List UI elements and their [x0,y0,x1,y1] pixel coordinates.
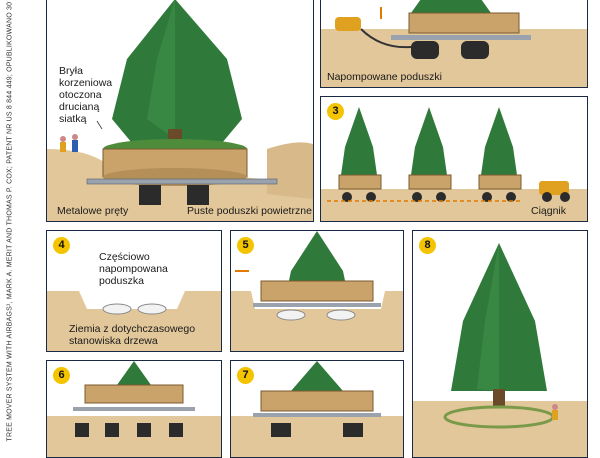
panel-3-illustration [321,97,587,221]
tractor-label: Ciągnik [531,205,566,217]
partially-inflated-bag-label: Częściowo napompowana poduszka [99,251,168,287]
panel-1: Bryła korzeniowa otoczona drucianą siatk… [46,0,314,222]
step-badge-6: 6 [53,367,70,384]
metal-bars-label: Metalowe pręty [57,205,128,217]
panel-5: 5 [230,230,404,352]
panel-8: 8 [412,230,588,458]
panel-4: 4 Częściowo napompowana poduszka Ziemia … [46,230,222,352]
panel-6-illustration [47,361,221,457]
empty-airbags-label: Puste poduszki powietrzne [187,205,312,217]
image-credit: TREE MOVER SYSTEM WITH AIRBAGS¹, MARK A.… [7,2,14,442]
step-badge-4: 4 [53,237,70,254]
panel-7: 7 [230,360,404,458]
panel-6: 6 [46,360,222,458]
panel-7-illustration [231,361,403,457]
rootball-label: Bryła korzeniowa otoczona drucianą siatk… [59,65,112,125]
step-badge-8: 8 [419,237,436,254]
panel-5-illustration [231,231,403,351]
panel-2: Napompowane poduszki [320,0,588,88]
panel-3: 3 Ciągnik [320,96,588,222]
panel-8-illustration [413,231,587,457]
step-badge-5: 5 [237,237,254,254]
step-badge-3: 3 [327,103,344,120]
inflated-airbags-label: Napompowane poduszki [327,71,442,83]
soil-label: Ziemia z dotychczasowego stanowiska drze… [69,323,195,347]
step-badge-7: 7 [237,367,254,384]
